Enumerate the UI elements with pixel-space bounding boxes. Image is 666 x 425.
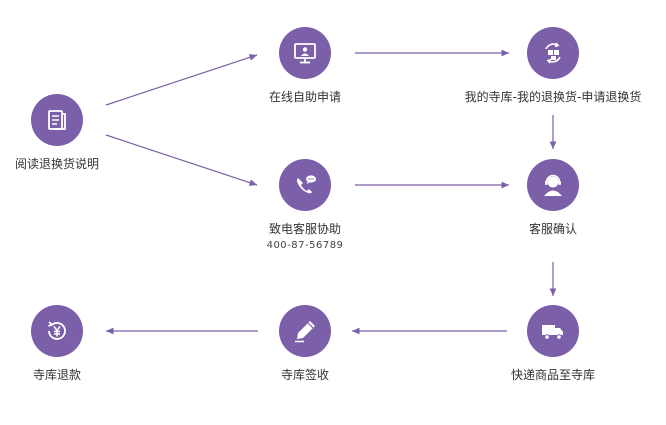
arrow-read-to-call [105,134,258,186]
step-refund-label: 寺库退款 [32,368,82,382]
step-read-node [31,94,83,146]
step-refund-node [31,305,83,357]
step-confirm-node [527,159,579,211]
service-phone-number: 400-87-56789 [266,240,344,251]
step-receive-node [279,305,331,357]
step-call-node [279,159,331,211]
exchange-boxes-icon [545,42,561,64]
step-my-account-label: 我的寺库-我的退换货-申请退换货 [464,90,642,104]
step-ship-node [527,305,579,357]
step-call-label: 致电客服协助 [268,222,342,236]
phone-chat-icon [297,175,316,194]
pen-sign-icon [295,321,315,343]
step-read-label: 阅读退换货说明 [14,157,100,171]
arrow-read-to-online [105,54,258,106]
step-my-account-node [527,27,579,79]
step-ship-label: 快递商品至寺库 [510,368,596,382]
step-online-label: 在线自助申请 [268,90,342,104]
step-online-node [279,27,331,79]
document-icon [48,110,66,130]
step-receive-label: 寺库签收 [280,368,330,382]
step-confirm-label: 客服确认 [528,222,578,236]
computer-monitor-icon [294,43,316,64]
delivery-truck-icon [542,325,563,340]
yuan-refund-icon [48,321,66,340]
customer-service-icon [544,174,562,196]
